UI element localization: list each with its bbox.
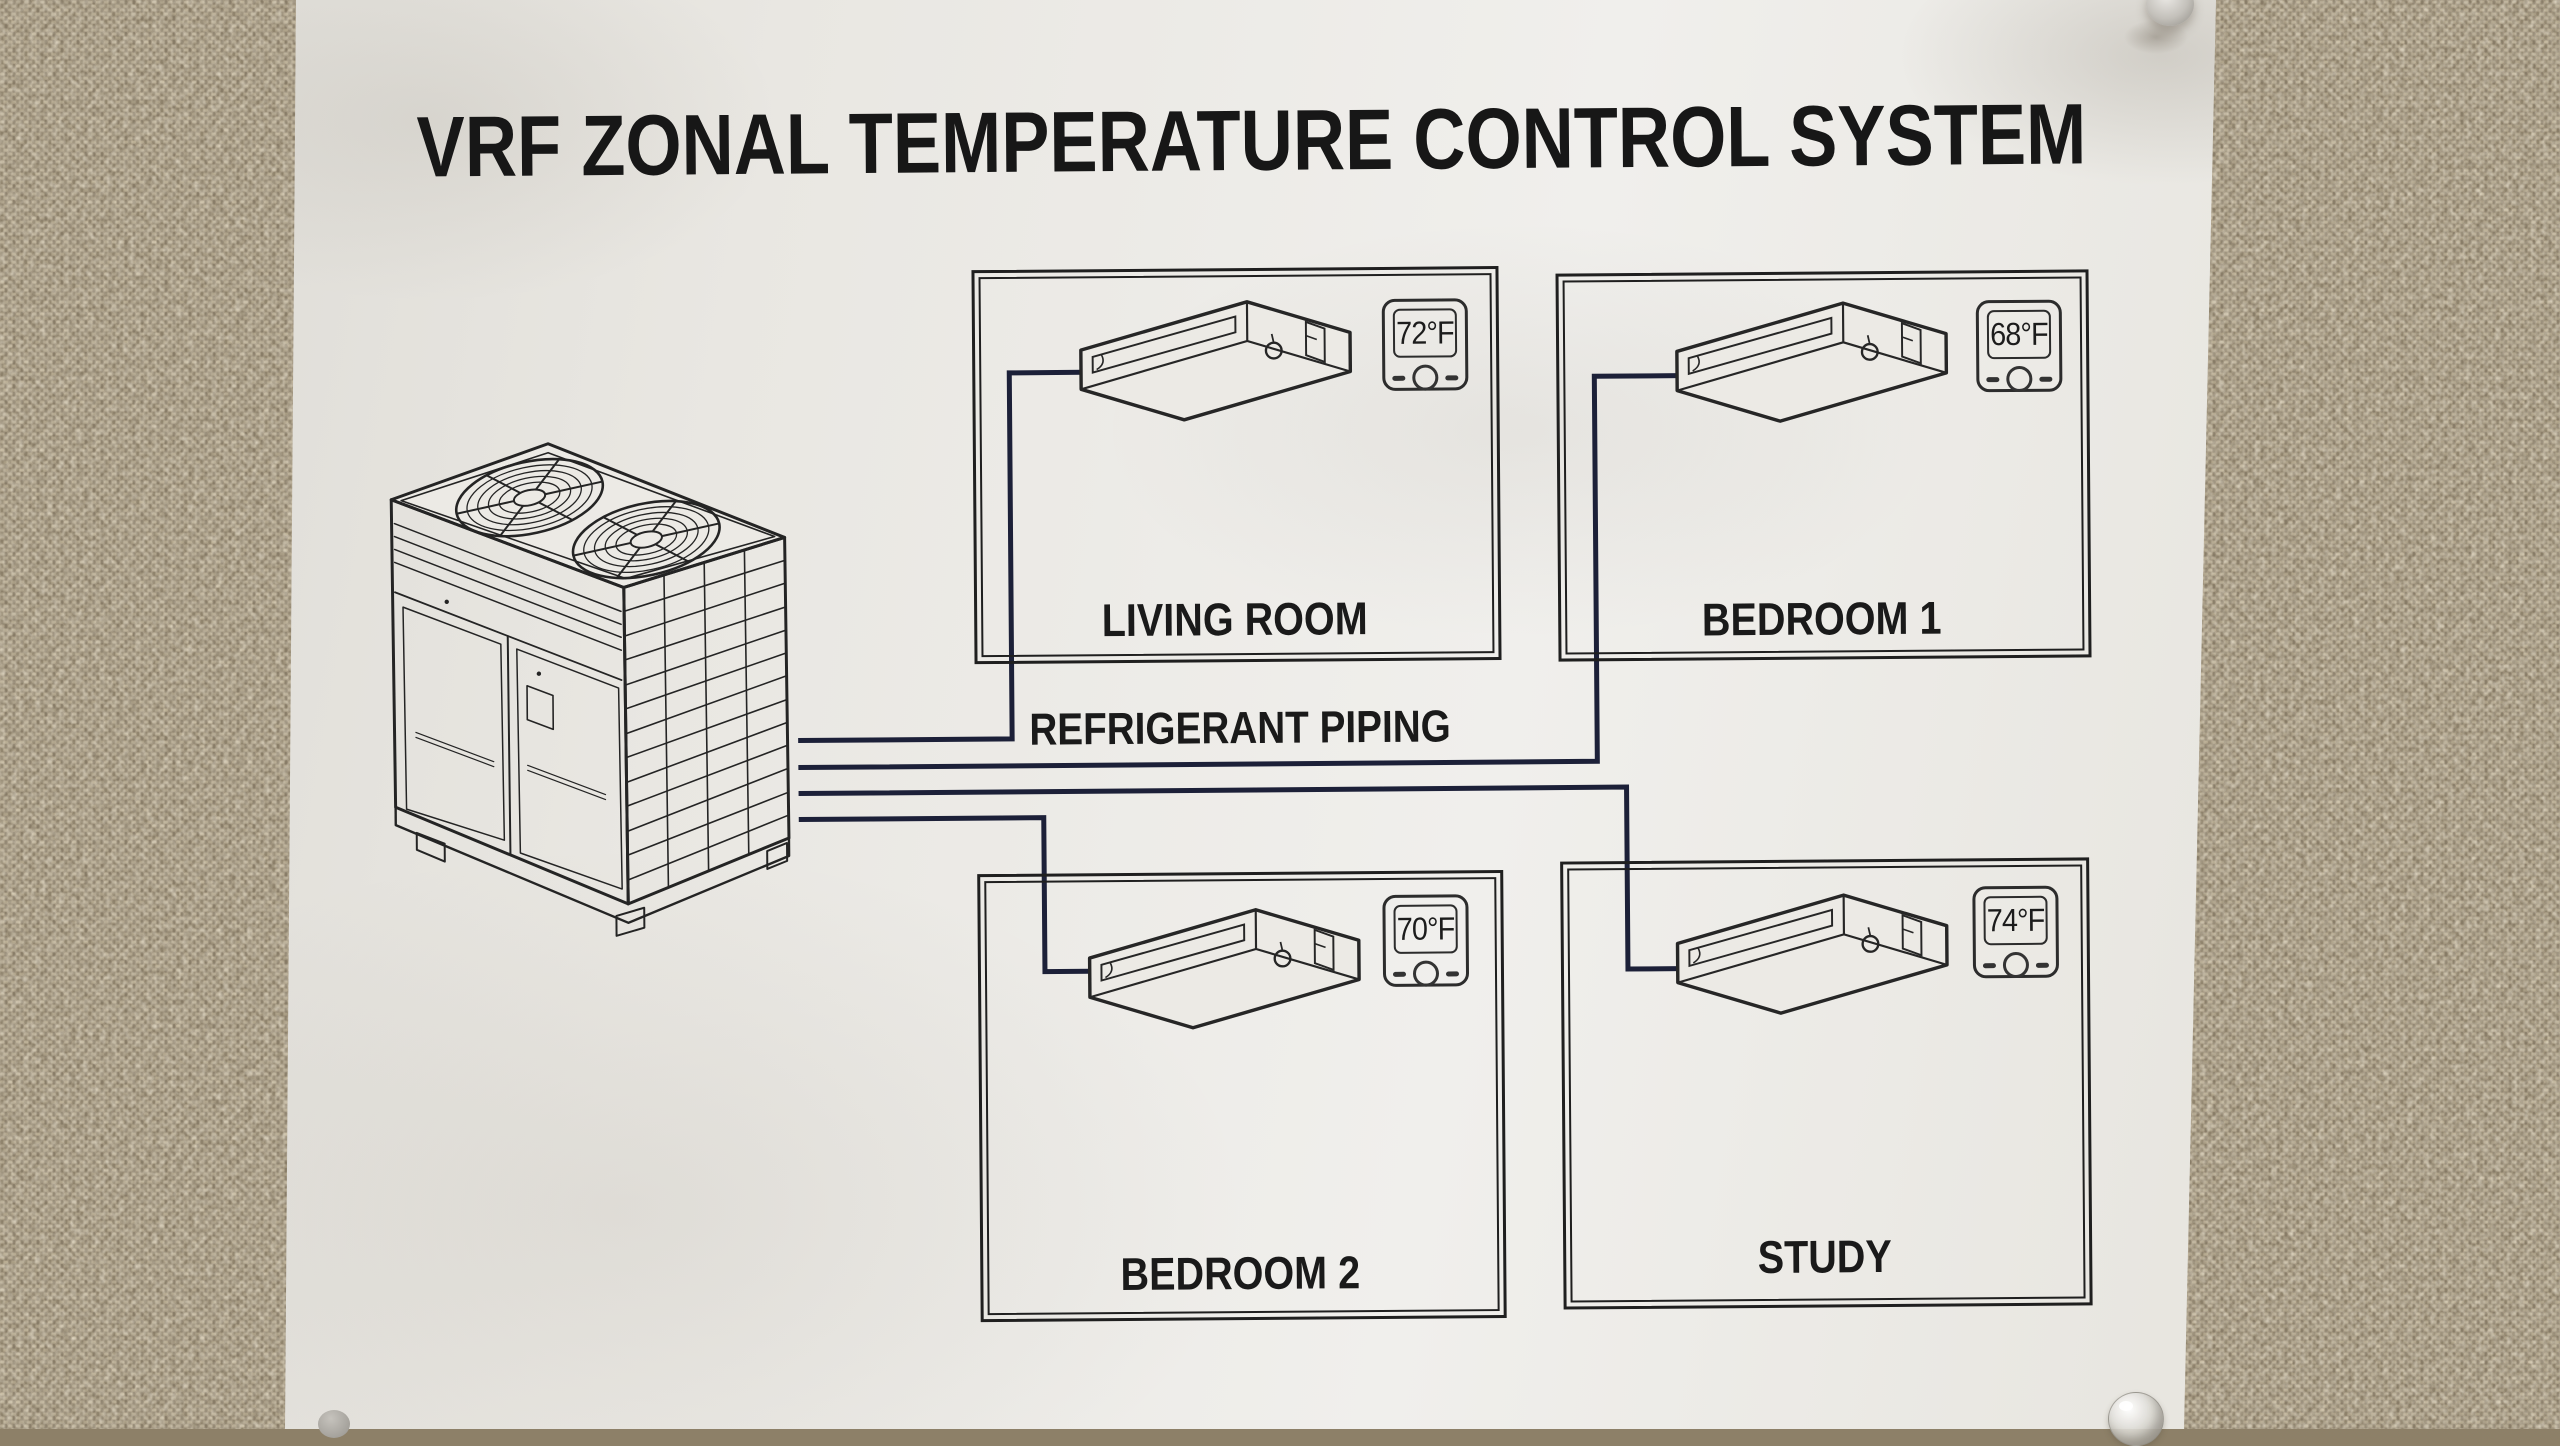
plus-dash-icon (2039, 376, 2053, 382)
indoor-unit-bedroom-1 (1665, 290, 1950, 439)
pushpin-bottom-left (318, 1410, 350, 1438)
temperature-value: 72°F (1396, 314, 1454, 351)
pushpin-bottom-right (2108, 1392, 2164, 1446)
thermostat-display: 72°F (1392, 308, 1458, 358)
dial-knob-icon (1412, 960, 1440, 987)
label-living-room: LIVING ROOM (1101, 592, 1368, 647)
label-bedroom-1: BEDROOM 1 (1701, 591, 1942, 646)
temperature-value: 68°F (1990, 315, 2048, 353)
thermostat-controls (1386, 960, 1466, 987)
thermostat-display: 74°F (1983, 895, 2048, 946)
plus-dash-icon (1445, 374, 1459, 380)
minus-dash-icon (1986, 376, 2000, 382)
pushpin-shadow (2124, 20, 2188, 54)
thermostat-display: 68°F (1986, 309, 2052, 360)
thermostat-study: 74°F (1972, 885, 2060, 979)
plus-dash-icon (1445, 970, 1460, 976)
thermostat-bedroom-2: 70°F (1382, 894, 1470, 987)
thermostat-living-room: 72°F (1381, 298, 1469, 391)
minus-dash-icon (1392, 375, 1406, 381)
thermostat-bedroom-1: 68°F (1975, 299, 2063, 393)
plus-dash-icon (2035, 962, 2049, 968)
indoor-unit-bedroom-2 (1077, 897, 1362, 1046)
minus-dash-icon (1982, 962, 1996, 968)
indoor-unit-study (1665, 883, 1950, 1032)
outdoor-unit-illustration (389, 442, 791, 937)
label-bedroom-2: BEDROOM 2 (1120, 1246, 1361, 1301)
dial-knob-icon (2002, 951, 2030, 979)
dial-knob-icon (1412, 364, 1439, 391)
thermostat-controls (1385, 364, 1465, 391)
label-study: STUDY (1757, 1229, 1892, 1284)
temperature-value: 74°F (1986, 901, 2045, 939)
thermostat-controls (1976, 951, 2056, 979)
thermostat-controls (1979, 365, 2059, 393)
indoor-unit-living-room (1069, 289, 1354, 438)
temperature-value: 70°F (1396, 910, 1455, 947)
minus-dash-icon (1392, 971, 1407, 977)
label-refrigerant-piping: REFRIGERANT PIPING (1029, 700, 1451, 755)
thermostat-display: 70°F (1393, 904, 1458, 954)
dial-knob-icon (2006, 365, 2033, 393)
